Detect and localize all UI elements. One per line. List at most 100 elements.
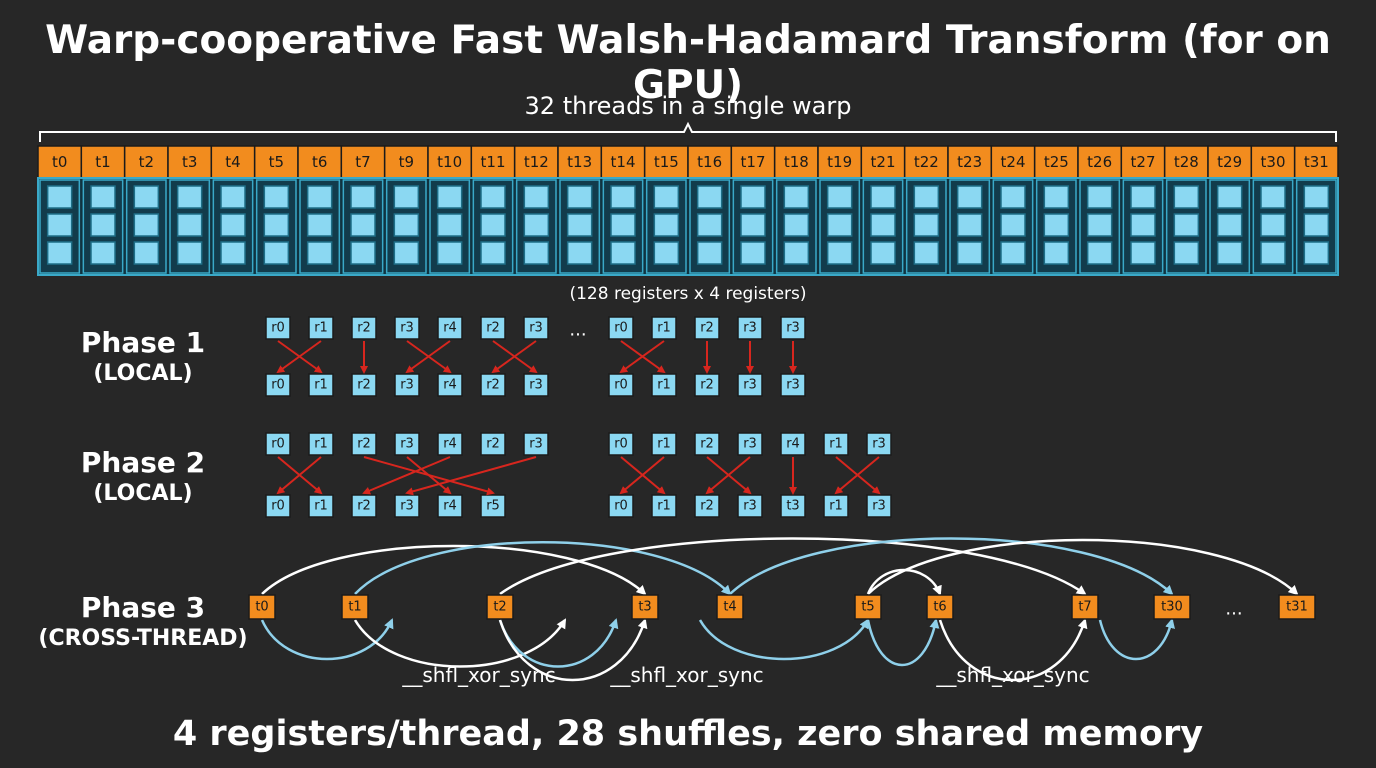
register-cell bbox=[480, 241, 506, 265]
phase1-bottom-register-label: r3 bbox=[786, 378, 800, 393]
register-cell bbox=[610, 185, 636, 209]
phase3-thread-label: t4 bbox=[723, 600, 736, 615]
butterfly-arrow bbox=[276, 340, 322, 374]
phase1-bottom-register-box bbox=[308, 373, 334, 397]
thread-header-label: t12 bbox=[524, 153, 549, 171]
register-cell bbox=[46, 185, 73, 209]
register-cell bbox=[1260, 241, 1286, 265]
phase1-top-register-label: r2 bbox=[486, 321, 500, 336]
phase1-bottom-register-label: r2 bbox=[357, 378, 371, 393]
phase1-top-register-label: r0 bbox=[271, 321, 285, 336]
phase2-bottom-register-label: r0 bbox=[614, 499, 628, 514]
phase2-bottom-register-box bbox=[866, 494, 892, 518]
register-cell bbox=[176, 213, 203, 237]
phase1-top-register-label: r1 bbox=[657, 321, 671, 336]
register-cell bbox=[740, 241, 766, 265]
register-cell bbox=[783, 213, 810, 237]
register-cell bbox=[696, 241, 723, 265]
phase1-top-register-label: r1 bbox=[314, 321, 328, 336]
register-cell bbox=[436, 213, 463, 237]
register-cell bbox=[46, 241, 73, 265]
register-cell bbox=[523, 213, 550, 237]
phase-1-name: Phase 1 bbox=[80, 326, 206, 359]
phase2-bottom-register-box bbox=[737, 494, 763, 518]
register-cell bbox=[90, 213, 116, 237]
phase1-bottom-register-label: r1 bbox=[657, 378, 671, 393]
register-cell bbox=[1043, 185, 1070, 209]
thread-header-label: t21 bbox=[871, 153, 896, 171]
phase2-top-register-label: r0 bbox=[271, 437, 285, 452]
register-cell bbox=[696, 213, 723, 237]
phase1-bottom-register-label: r3 bbox=[743, 378, 757, 393]
thread-header-label: t15 bbox=[654, 153, 679, 171]
register-cell bbox=[176, 241, 203, 265]
register-cell bbox=[1303, 213, 1330, 237]
shuffle-arc bbox=[353, 618, 567, 668]
phase2-top-register-label: r0 bbox=[614, 437, 628, 452]
phase3-thread-box bbox=[486, 594, 514, 620]
shuffle-arc bbox=[498, 618, 648, 682]
thread-header-label: t11 bbox=[481, 153, 506, 171]
register-cell bbox=[393, 213, 420, 237]
phase1-top-register-label: r3 bbox=[743, 321, 757, 336]
shuffle-arc bbox=[866, 618, 940, 666]
register-cell bbox=[523, 241, 550, 265]
thread-header-cell bbox=[1207, 145, 1253, 179]
phase2-bottom-register-label: r5 bbox=[486, 499, 500, 514]
register-cell bbox=[1130, 241, 1156, 265]
thread-header-label: t9 bbox=[399, 153, 414, 171]
phase3-thread-box bbox=[631, 594, 659, 620]
thread-header-cell bbox=[1250, 145, 1296, 179]
register-cell bbox=[1000, 213, 1026, 237]
register-cell bbox=[1260, 185, 1286, 209]
phase1-bottom-register-box bbox=[351, 373, 377, 397]
phase2-bottom-register-label: r3 bbox=[400, 499, 414, 514]
shuffle-arc bbox=[938, 618, 1088, 682]
register-cell bbox=[1173, 213, 1200, 237]
register-cell bbox=[1173, 185, 1200, 209]
register-cell bbox=[306, 213, 333, 237]
register-cell bbox=[870, 185, 896, 209]
phase2-top-register-box bbox=[823, 432, 849, 456]
phase2-bottom-register-box bbox=[351, 494, 377, 518]
phase1-bottom-register-label: r0 bbox=[614, 378, 628, 393]
thread-header-label: t13 bbox=[567, 153, 592, 171]
register-cell bbox=[1260, 213, 1286, 237]
register-cell bbox=[393, 185, 420, 209]
register-cell bbox=[1043, 213, 1070, 237]
register-cell bbox=[350, 185, 376, 209]
phase3-thread-label: t6 bbox=[933, 600, 946, 615]
thread-header-cell bbox=[1163, 145, 1209, 179]
thread-header-label: t19 bbox=[827, 153, 852, 171]
thread-header-label: t4 bbox=[225, 153, 240, 171]
phase1-bottom-register-label: r3 bbox=[400, 378, 414, 393]
phase1-bottom-register-box bbox=[523, 373, 549, 397]
phase1-top-register-label: r3 bbox=[400, 321, 414, 336]
phase1-bottom-register-label: r3 bbox=[529, 378, 543, 393]
thread-header-label: t23 bbox=[957, 153, 982, 171]
phase2-bottom-register-label: r4 bbox=[443, 499, 457, 514]
register-cell bbox=[480, 213, 506, 237]
shuffle-arc bbox=[498, 618, 619, 668]
phase1-bottom-register-label: r2 bbox=[700, 378, 714, 393]
phase2-top-register-box bbox=[308, 432, 334, 456]
phase1-top-register-label: r2 bbox=[700, 321, 714, 336]
register-cell bbox=[1303, 185, 1330, 209]
thread-header-label: t16 bbox=[697, 153, 722, 171]
register-cell bbox=[826, 213, 853, 237]
register-cell bbox=[436, 241, 463, 265]
phase3-thread-box bbox=[341, 594, 369, 620]
register-cell bbox=[393, 241, 420, 265]
shuffle-arc bbox=[729, 537, 1174, 596]
shuffle-label: __shfl_xor_sync bbox=[401, 663, 555, 687]
phase2-bottom-register-label: r3 bbox=[743, 499, 757, 514]
phase2-bottom-register-label: r1 bbox=[829, 499, 843, 514]
shuffle-arc bbox=[260, 618, 394, 661]
phase2-top-register-box bbox=[437, 432, 463, 456]
phase2-top-register-box bbox=[608, 432, 634, 456]
phase1-bottom-register-box bbox=[651, 373, 677, 397]
register-cell bbox=[133, 241, 160, 265]
register-cell bbox=[90, 241, 116, 265]
